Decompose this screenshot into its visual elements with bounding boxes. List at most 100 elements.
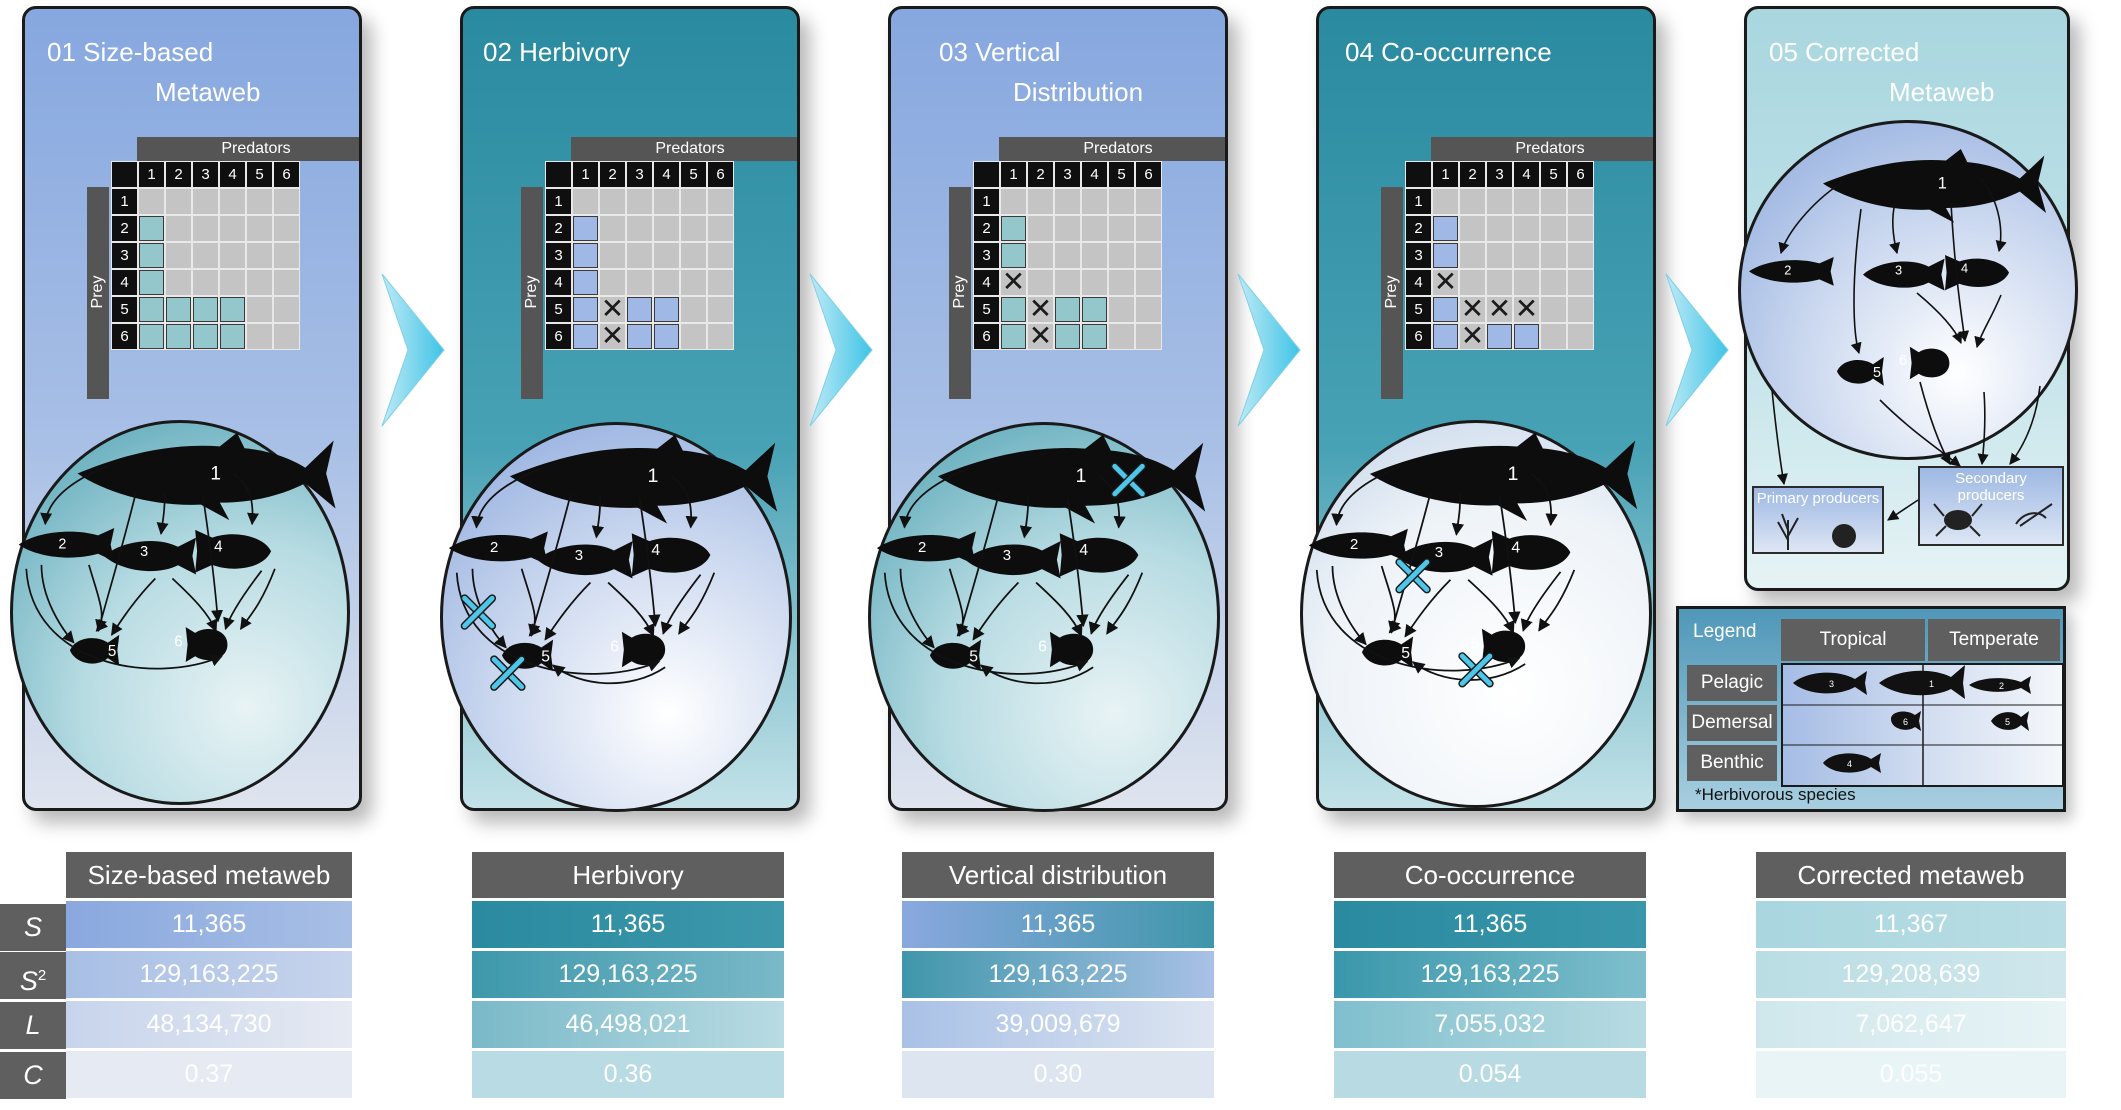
matrix-cell [681,324,706,349]
matrix-cell [247,189,272,214]
fish-6-icon: 6 [174,627,228,663]
legend-row-pelagic: Pelagic [1687,665,1777,701]
matrix-cell [708,243,733,268]
matrix-cell [1028,243,1053,268]
prey-axis: Prey [1381,187,1403,399]
matrix-cell [139,243,164,268]
matrix-cell [247,324,272,349]
fish-3-icon: 3 [1863,258,1945,291]
prey-label: Prey [1383,275,1400,309]
matrix-cell [1487,189,1512,214]
stats-table-cell: 11,365 [1334,901,1646,948]
trophic-link-arrow [591,495,605,539]
trophic-link-arrow [223,570,263,631]
fish-3-icon-number: 3 [140,544,148,560]
matrix-cell [681,270,706,295]
matrix-cell [247,216,272,241]
trophic-link-arrow [1331,465,1402,527]
matrix-cell [1433,324,1458,349]
stats-table-cell: 7,055,032 [1334,1001,1646,1048]
fish-2-icon: 2 [18,527,115,562]
fish-2-icon-number: 2 [1784,263,1791,278]
matrix-cell [1109,216,1134,241]
trophic-link-arrow [1106,572,1144,635]
matrix-cell [1055,216,1080,241]
stats-table-cell: 39,009,679 [902,1001,1214,1048]
panel-subtitle: Metaweb [1889,77,1995,107]
trophic-link-arrow [25,568,223,670]
matrix-cell [1568,270,1593,295]
matrix-cell [627,297,652,322]
prey-number: 2 [1406,216,1431,241]
prey-number: 5 [546,297,571,322]
matrix-cell [1487,216,1512,241]
matrix-cell [681,216,706,241]
matrix-cell [654,216,679,241]
superscript-two: 2 [37,967,47,984]
trophic-link-arrow [40,464,109,526]
predator-number: 1 [1001,162,1026,187]
trophic-link-arrow [201,494,224,623]
trophic-link-arrow [670,475,698,529]
trophic-link-arrow [156,492,169,535]
trophic-link-arrow [171,577,218,633]
matrix-cell [1055,297,1080,322]
matrix-cell [1541,270,1566,295]
matrix-cell [247,270,272,295]
prey-number: 3 [112,243,137,268]
fish-6-icon: 6 [1038,631,1094,668]
legend-fish-3: 3 [1793,671,1867,695]
fish-6-icon: 6 [1899,346,1950,380]
matrix-cell [1028,189,1053,214]
svg-text:2: 2 [1999,681,2004,691]
legend-fish-6: 6 [1891,711,1921,731]
matrix-cell [681,243,706,268]
prey-number: 6 [546,324,571,349]
matrix-cell [220,243,245,268]
trophic-link-arrow [899,467,970,529]
table-row-label: S [0,904,66,951]
trophic-link-arrow [40,564,75,644]
fish-4-icon: 4 [1059,533,1139,577]
matrix-cell [1082,270,1107,295]
fish-1-icon-number: 1 [647,465,658,487]
matrix-cell [1541,297,1566,322]
removed-cell-cross-icon: ✕ [600,293,625,324]
matrix-corner [112,162,137,187]
stats-table-cell: 129,208,639 [1756,951,2066,998]
matrix-cell [1487,243,1512,268]
prey-number: 6 [974,324,999,349]
predator-number: 3 [627,162,652,187]
predator-number: 2 [1028,162,1053,187]
matrix-cell [708,270,733,295]
panel-title: 04 Co-occurrence [1345,37,1552,67]
matrix-cell [1082,324,1107,349]
stats-table-cell: 129,163,225 [66,951,352,998]
stats-table-cell: 129,163,225 [902,951,1214,998]
trophic-link-arrow [1066,497,1089,628]
matrix-cell [627,216,652,241]
table-row-label: L [0,1002,66,1049]
prey-number: 5 [974,297,999,322]
matrix-cell [1082,243,1107,268]
legend-herbivore-star: * [1959,668,1965,684]
stats-table-cell: 0.055 [1756,1051,2066,1098]
matrix-cell: ✕ [1460,294,1485,324]
matrix-cell [1109,243,1134,268]
matrix-cell [654,243,679,268]
fish-5-icon-number: 5 [1873,365,1881,381]
prey-number: 2 [974,216,999,241]
matrix-cell [139,189,164,214]
prey-number: 4 [974,270,999,295]
stats-table-header: Vertical distribution [902,852,1214,898]
matrix-cell [654,297,679,322]
matrix-cell [573,270,598,295]
prey-axis: Prey [521,187,543,399]
trophic-link-arrow [1019,495,1033,539]
fish-1-icon-number: 1 [1075,465,1086,487]
removed-cell-cross-icon: ✕ [1028,293,1053,324]
trophic-link-arrow [1889,202,1900,255]
trophic-link-arrow [1035,581,1083,637]
